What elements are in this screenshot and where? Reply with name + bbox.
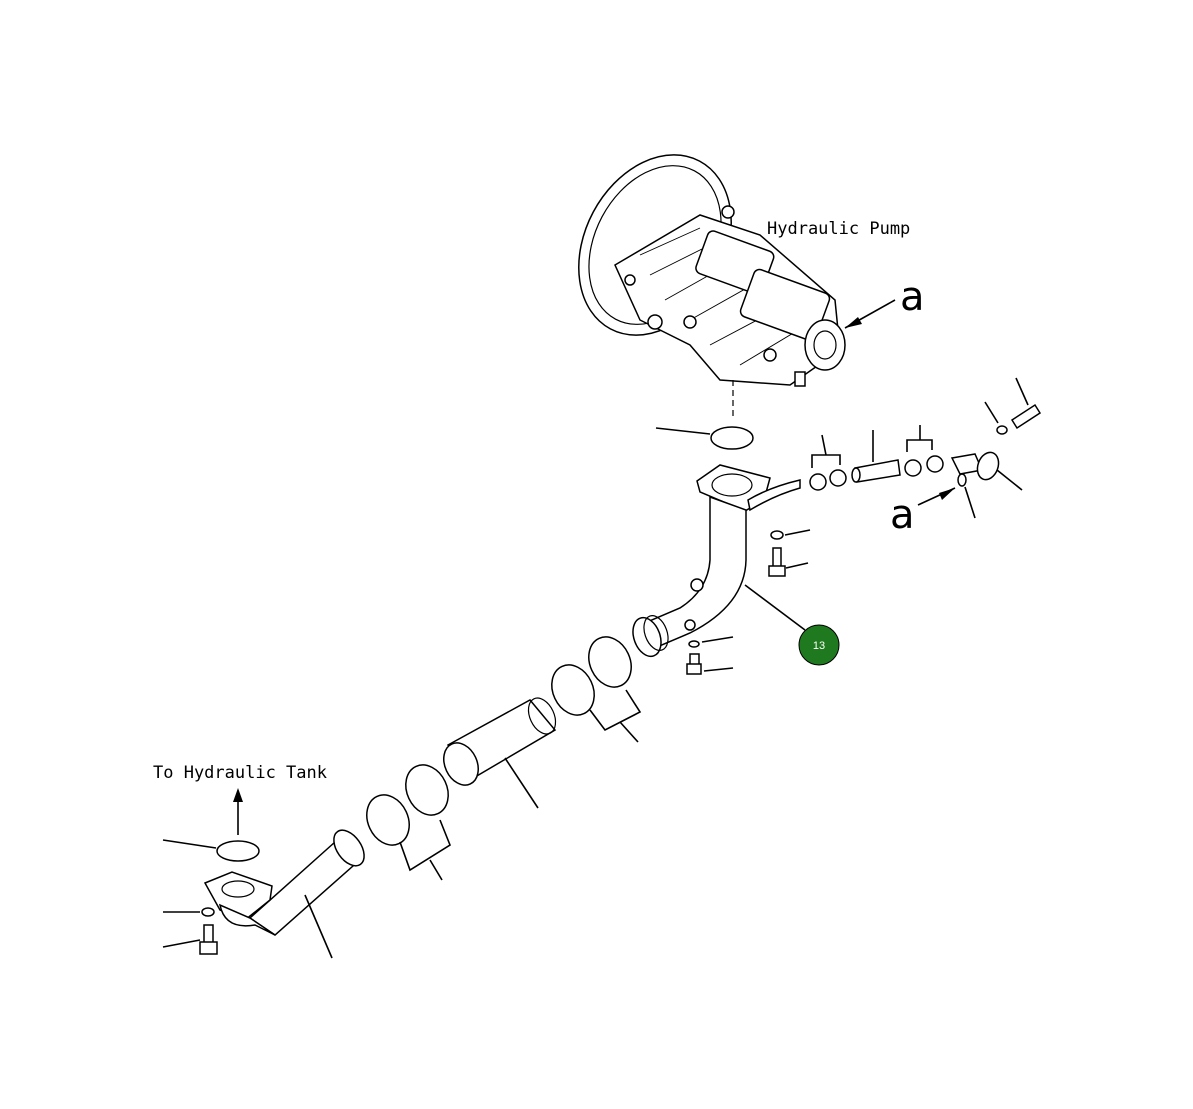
part-number-badge[interactable]: 13 — [798, 624, 840, 666]
washer-lower-2[interactable] — [163, 907, 215, 917]
hydraulic-pump[interactable] — [549, 128, 846, 420]
small-hose[interactable] — [851, 430, 901, 483]
elbow-pipe-lower[interactable] — [203, 825, 370, 959]
callout-a-bottom: a — [890, 487, 956, 538]
arrow-to-tank — [233, 788, 243, 835]
washer-lower-1[interactable] — [688, 636, 734, 648]
tank-label: To Hydraulic Tank — [153, 763, 327, 783]
o-ring-pump[interactable] — [655, 426, 754, 450]
callout-a-top-letter: a — [900, 274, 925, 320]
elbow-fitting-small[interactable] — [950, 449, 1023, 491]
pump-label: Hydraulic Pump — [767, 219, 910, 239]
bolt-lower-1[interactable] — [686, 653, 734, 675]
badge-number: 13 — [813, 640, 825, 652]
callout-a-bottom-letter: a — [890, 492, 915, 538]
callout-a-top: a — [844, 274, 925, 329]
washer-upper-1[interactable] — [770, 529, 811, 540]
elbow-pipe-upper[interactable] — [628, 464, 806, 660]
main-hose[interactable] — [437, 694, 561, 809]
bolt-lower-2[interactable] — [162, 924, 218, 955]
hose-clamp-pair-lower[interactable] — [359, 758, 456, 881]
hose-clamp-pair-upper[interactable] — [544, 630, 642, 743]
o-ring-tank[interactable] — [162, 839, 260, 862]
bolt-small[interactable] — [1010, 377, 1042, 430]
bolt-upper-1[interactable] — [768, 547, 809, 577]
hose-clamp-pair-small-1[interactable] — [809, 434, 847, 491]
washer-small[interactable] — [984, 401, 1008, 435]
hose-clamp-pair-small-2[interactable] — [904, 425, 944, 477]
o-ring-small[interactable] — [957, 473, 976, 519]
